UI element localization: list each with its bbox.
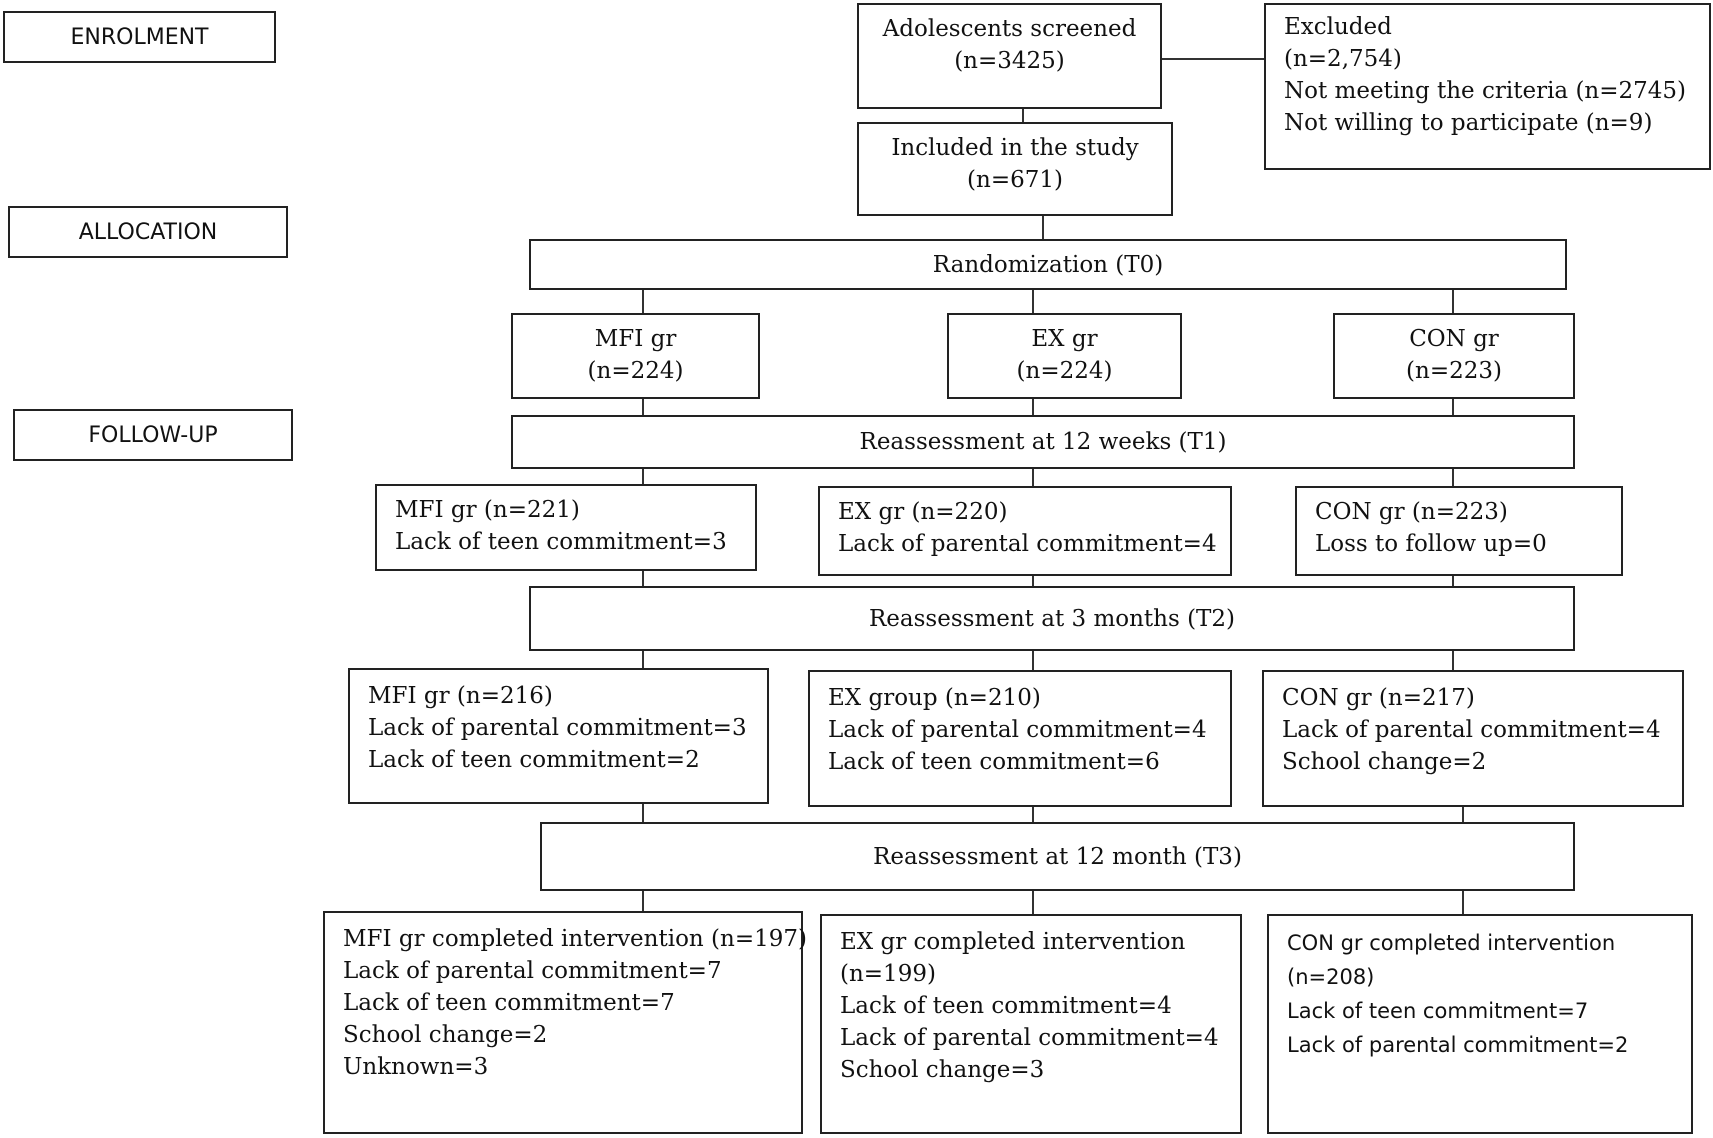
allocation-ex-count: (n=224): [1016, 358, 1113, 384]
t1-con-title: CON gr (n=223): [1315, 499, 1508, 525]
t1-ex-reason: Lack of parental commitment=4: [838, 531, 1217, 557]
allocation-mfi-box: MFI gr (n=224): [511, 313, 760, 399]
allocation-con-count: (n=223): [1406, 358, 1502, 384]
t3-ex-reason-2: Lack of parental commitment=4: [840, 1025, 1219, 1051]
randomization-label: Randomization (T0): [932, 251, 1164, 278]
t3-reassessment-label: Reassessment at 12 month (T3): [873, 843, 1242, 870]
phase-follow-up-label: FOLLOW-UP: [13, 409, 293, 461]
t3-con-box: CON gr completed intervention (n=208) La…: [1267, 914, 1693, 1134]
t2-reassessment-box: Reassessment at 3 months (T2): [529, 586, 1575, 651]
allocation-mfi-count: (n=224): [587, 358, 684, 384]
t2-ex-box: EX group (n=210) Lack of parental commit…: [808, 670, 1232, 807]
allocation-ex-box: EX gr (n=224): [947, 313, 1182, 399]
t3-mfi-reason-4: Unknown=3: [343, 1054, 489, 1080]
t3-ex-title: EX gr completed intervention: [840, 929, 1186, 955]
t2-ex-reason-1: Lack of parental commitment=4: [828, 717, 1207, 743]
t3-con-count: (n=208): [1287, 965, 1375, 989]
t2-con-box: CON gr (n=217) Lack of parental commitme…: [1262, 670, 1684, 807]
t1-reassessment-label: Reassessment at 12 weeks (T1): [859, 429, 1227, 455]
t1-con-box: CON gr (n=223) Loss to follow up=0: [1295, 486, 1623, 576]
t2-reassessment-label: Reassessment at 3 months (T2): [868, 605, 1236, 632]
t3-mfi-reason-3: School change=2: [343, 1022, 548, 1048]
screened-title: Adolescents screened: [882, 16, 1137, 42]
allocation-con-title: CON gr: [1409, 326, 1499, 352]
excluded-count: (n=2,754): [1284, 46, 1402, 72]
t3-reassessment-box: Reassessment at 12 month (T3): [540, 822, 1575, 891]
t2-con-title: CON gr (n=217): [1282, 685, 1475, 711]
t2-ex-reason-2: Lack of teen commitment=6: [828, 749, 1160, 775]
phase-allocation-label: ALLOCATION: [8, 206, 288, 258]
t1-con-reason: Loss to follow up=0: [1315, 531, 1547, 557]
t2-mfi-reason-1: Lack of parental commitment=3: [368, 715, 747, 741]
excluded-box: Excluded (n=2,754) Not meeting the crite…: [1264, 3, 1711, 170]
allocation-con-box: CON gr (n=223): [1333, 313, 1575, 399]
t2-mfi-box: MFI gr (n=216) Lack of parental commitme…: [348, 668, 769, 804]
excluded-title: Excluded: [1284, 14, 1392, 40]
included-count: (n=671): [967, 167, 1063, 193]
t1-mfi-title: MFI gr (n=221): [395, 497, 580, 523]
allocation-mfi-title: MFI gr: [594, 326, 677, 352]
t2-con-reason-2: School change=2: [1282, 749, 1487, 775]
t2-con-reason-1: Lack of parental commitment=4: [1282, 717, 1661, 743]
t1-ex-title: EX gr (n=220): [838, 499, 1008, 525]
t3-ex-reason-3: School change=3: [840, 1057, 1045, 1083]
t2-ex-title: EX group (n=210): [828, 685, 1041, 711]
included-title: Included in the study: [891, 135, 1139, 161]
screened-box: Adolescents screened (n=3425): [857, 3, 1162, 109]
t3-ex-box: EX gr completed intervention (n=199) Lac…: [820, 914, 1242, 1134]
t1-mfi-box: MFI gr (n=221) Lack of teen commitment=3: [375, 484, 757, 571]
phase-enrolment-label: ENROLMENT: [3, 11, 276, 63]
t1-reassessment-box: Reassessment at 12 weeks (T1): [511, 415, 1575, 469]
randomization-box: Randomization (T0): [529, 239, 1567, 290]
t1-ex-box: EX gr (n=220) Lack of parental commitmen…: [818, 486, 1232, 576]
t2-mfi-reason-2: Lack of teen commitment=2: [368, 747, 700, 773]
screened-count: (n=3425): [954, 48, 1065, 74]
t3-ex-reason-1: Lack of teen commitment=4: [840, 993, 1172, 1019]
t3-mfi-box: MFI gr completed intervention (n=197) La…: [323, 911, 807, 1134]
allocation-ex-title: EX gr: [1031, 326, 1098, 352]
t3-con-reason-1: Lack of teen commitment=7: [1287, 999, 1589, 1023]
t3-con-title: CON gr completed intervention: [1287, 931, 1616, 955]
t3-con-reason-2: Lack of parental commitment=2: [1287, 1033, 1629, 1057]
excluded-reason-criteria: Not meeting the criteria (n=2745): [1284, 78, 1687, 104]
t3-mfi-reason-2: Lack of teen commitment=7: [343, 990, 675, 1016]
included-box: Included in the study (n=671): [857, 122, 1173, 216]
t2-mfi-title: MFI gr (n=216): [368, 683, 553, 709]
t1-mfi-reason: Lack of teen commitment=3: [395, 529, 727, 555]
t3-ex-count: (n=199): [840, 961, 936, 987]
t3-mfi-title: MFI gr completed intervention (n=197): [343, 926, 807, 952]
t3-mfi-reason-1: Lack of parental commitment=7: [343, 958, 722, 984]
excluded-reason-unwilling: Not willing to participate (n=9): [1284, 110, 1653, 136]
